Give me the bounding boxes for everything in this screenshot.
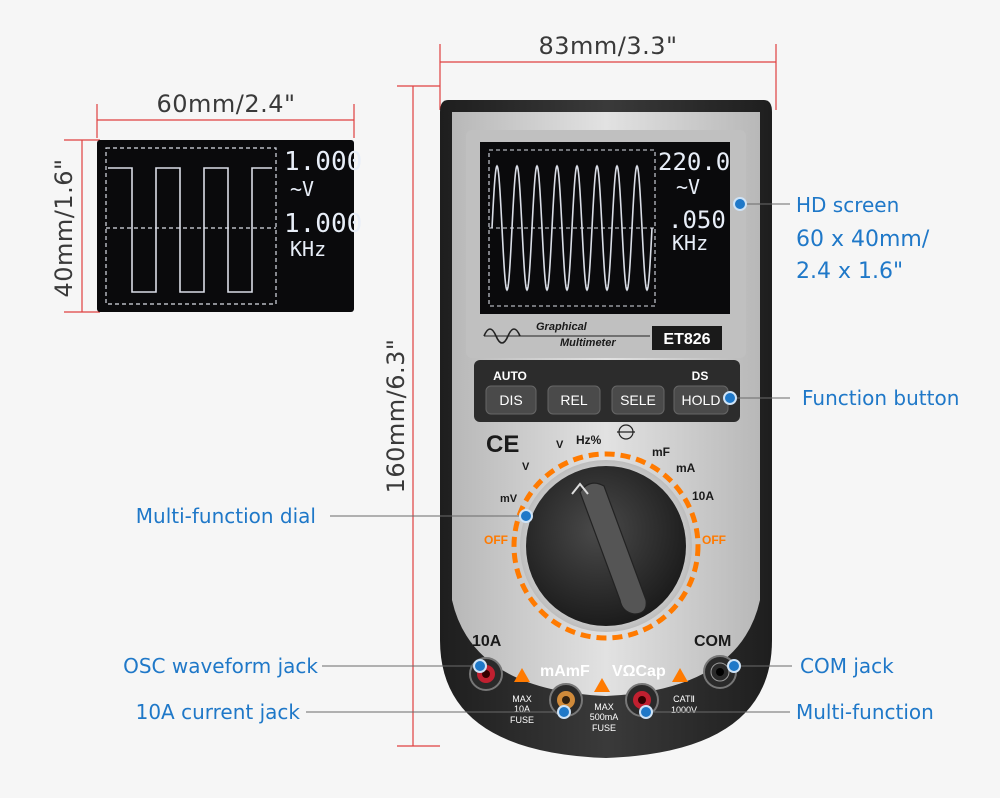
- max10a-line2: 10A: [514, 704, 530, 714]
- callout-hd-screen-3: 2.4 x 1.6": [796, 259, 903, 284]
- jack-panel: 10A COM mAmF VΩCap MAX 10A FUSE MAX 500m…: [472, 633, 731, 733]
- dim-screen-height: 40mm/1.6": [50, 158, 78, 297]
- device-unit-2: KHz: [672, 231, 708, 255]
- small-unit-2: KHz: [290, 237, 326, 261]
- wave-logo-icon: [483, 328, 521, 344]
- jack-vocap-label: VΩCap: [612, 663, 666, 680]
- dis-button-label: DIS: [499, 392, 522, 408]
- max10a-line1: MAX: [512, 694, 532, 704]
- callout-multi-function: Multi-function: [796, 700, 934, 724]
- small-reading-2: 1.000: [284, 209, 362, 239]
- callout-10a-jack: 10A current jack: [136, 700, 301, 724]
- enlarged-screen: 1.000 ~V 1.000 KHz: [97, 140, 362, 312]
- cat-line2: 1000V: [671, 705, 697, 715]
- callout-dots: [473, 197, 747, 719]
- small-unit-1: ~V: [290, 177, 314, 201]
- jack-mamf-label: mAmF: [540, 663, 590, 680]
- maxma-line3: FUSE: [592, 723, 616, 733]
- dimension-lines: [64, 44, 777, 747]
- callout-com-jack: COM jack: [800, 654, 894, 678]
- model-label: ET826: [663, 331, 710, 348]
- diode-continuity-icon: [617, 424, 635, 440]
- pointer-arrow-icon: [571, 482, 589, 495]
- brand-strip: Graphical Multimeter ET826: [483, 321, 722, 350]
- rel-button[interactable]: REL: [547, 385, 601, 415]
- callout-osc-jack: OSC waveform jack: [123, 654, 318, 678]
- dial-ma: mA: [676, 461, 696, 475]
- dial-mv: mV: [500, 493, 518, 505]
- maxma-line2: 500mA: [590, 712, 619, 722]
- maxma-line1: MAX: [594, 702, 614, 712]
- callout-hd-screen-1: HD screen: [796, 193, 899, 217]
- dial-mf: mF: [652, 445, 670, 459]
- dial-off-left: OFF: [484, 533, 508, 547]
- device-reading-1: 220.0: [658, 148, 730, 176]
- dim-body-height: 160mm/6.3": [382, 339, 410, 494]
- device-screen: 220.0 ~V .050 KHz: [480, 142, 730, 314]
- hold-button-label: HOLD: [682, 392, 721, 408]
- callout-lines: [306, 203, 792, 713]
- ce-mark: CE: [486, 431, 519, 458]
- rotary-dial-knob[interactable]: [526, 466, 686, 626]
- callout-multi-function-dial: Multi-function dial: [136, 504, 316, 528]
- brand-line2: Multimeter: [560, 337, 616, 349]
- brand-line1: Graphical: [536, 321, 588, 333]
- jack-com-label: COM: [694, 633, 731, 650]
- warning-icon: [672, 668, 688, 682]
- dis-button[interactable]: DIS: [485, 385, 537, 415]
- warning-icon: [514, 668, 530, 682]
- small-reading-1: 1.000: [284, 147, 362, 177]
- dial-v-ac: V: [556, 439, 564, 451]
- jack-10a-label: 10A: [472, 633, 502, 650]
- dim-top-width: 83mm/3.3": [538, 32, 677, 60]
- device-unit-1: ~V: [676, 175, 700, 199]
- auto-label: AUTO: [493, 369, 527, 383]
- callout-hd-screen-2: 60 x 40mm/: [796, 227, 930, 252]
- rel-button-label: REL: [560, 392, 587, 408]
- square-waveform: [108, 167, 272, 293]
- ds-label: DS: [692, 369, 709, 383]
- sele-button[interactable]: SELE: [611, 385, 665, 415]
- dim-screen-width: 60mm/2.4": [156, 90, 295, 118]
- dial-v-dc: V: [522, 461, 530, 473]
- hold-button[interactable]: HOLD: [673, 385, 729, 415]
- cat-line1: CATⅡ: [673, 694, 695, 704]
- sele-button-label: SELE: [620, 392, 656, 408]
- max10a-line3: FUSE: [510, 715, 534, 725]
- dial-hz: Hz%: [576, 433, 602, 447]
- warning-icon: [594, 678, 610, 692]
- sine-waveform: [491, 164, 653, 292]
- dial-10a: 10A: [692, 489, 714, 503]
- device-reading-2: .050: [668, 206, 726, 234]
- callout-function-button: Function button: [802, 386, 959, 410]
- dial-off-right: OFF: [702, 533, 726, 547]
